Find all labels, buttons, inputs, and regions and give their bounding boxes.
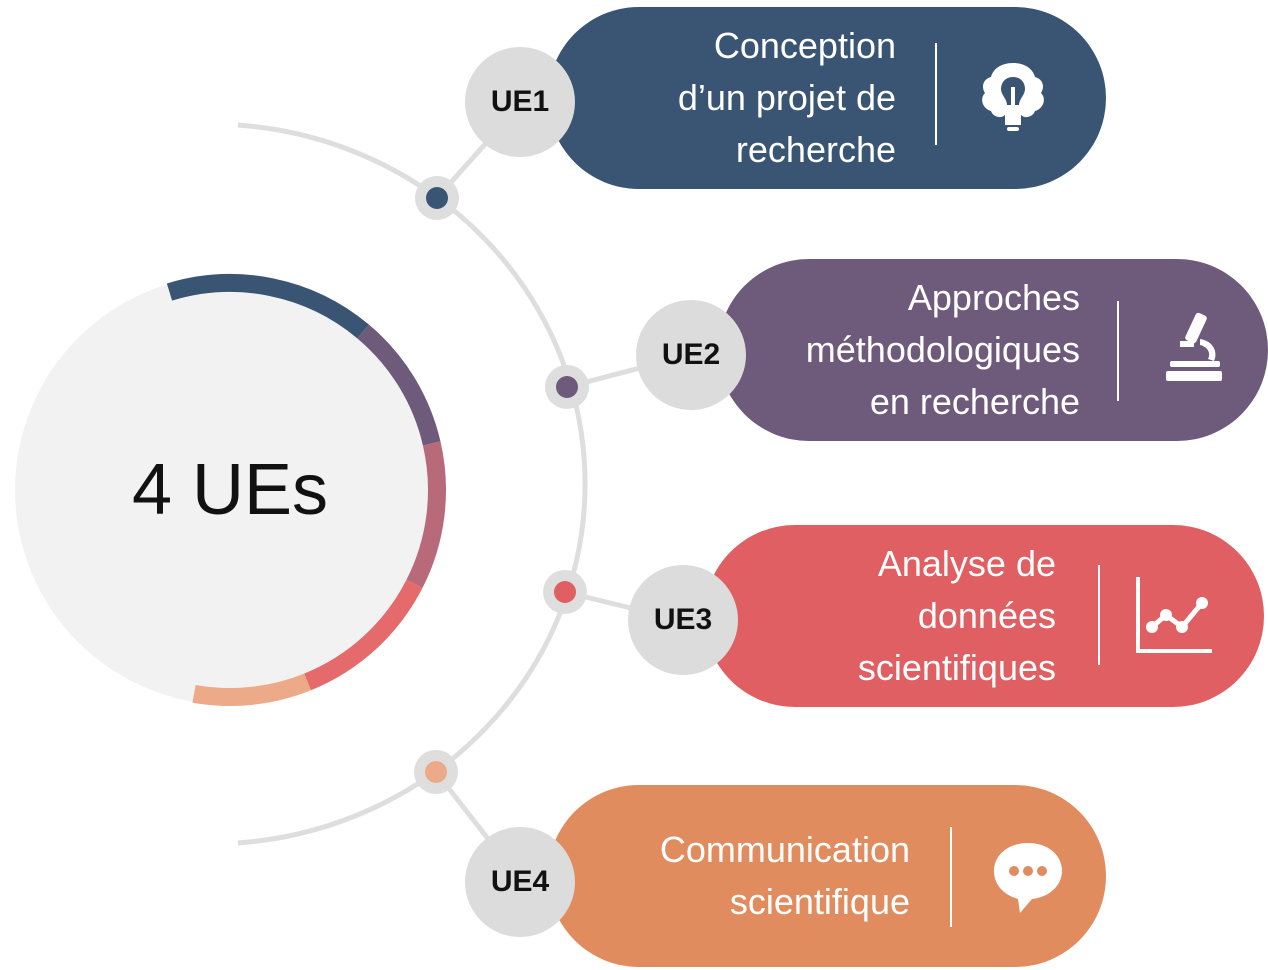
ring-segment-1: [166, 274, 369, 339]
hub-dot-ue1: [415, 176, 459, 220]
pill-ue1-text: Conception d’un projet de recherche: [677, 25, 896, 170]
badge-ue2: UE2: [636, 300, 746, 410]
pill-ue3-text: Analyse de données scientifiques: [857, 543, 1056, 688]
pill-ue2: Approches méthodologiques en recherche: [718, 259, 1268, 441]
hub-dot-ue2: [545, 365, 589, 409]
badge-ue1: UE1: [465, 47, 575, 157]
brain-lightbulb-icon: [982, 63, 1044, 131]
pill-ue2-divider: [1117, 301, 1119, 401]
ring-segment-5: [192, 673, 311, 706]
hub-dot-ue3: [543, 570, 587, 614]
center-disc: [15, 275, 445, 705]
ring-segment-2: [357, 324, 441, 446]
ring-segment-3: [406, 441, 446, 589]
chat-bubble-icon: [994, 843, 1062, 913]
center-label: 4 UEs: [131, 450, 329, 530]
progress-ring: [166, 274, 446, 706]
ring-segment-4: [304, 579, 423, 691]
pill-ue2-text: Approches méthodologiques en recherche: [805, 277, 1080, 422]
pill-ue3: Analyse de données scientifiques: [704, 525, 1264, 707]
badge-ue3: UE3: [628, 565, 738, 675]
pill-ue4-divider: [950, 827, 952, 927]
hub-dot-ue4: [414, 750, 458, 794]
microscope-icon: [1166, 312, 1222, 381]
pill-ue1-divider: [935, 43, 937, 145]
pill-ue1: Conception d’un projet de recherche: [548, 7, 1106, 189]
badge-ue4: UE4: [465, 827, 575, 937]
pill-ue4-text: Communication scientifique: [659, 829, 910, 922]
line-chart-icon: [1136, 577, 1212, 653]
pill-ue3-divider: [1098, 565, 1100, 665]
guide-arc: [237, 122, 588, 846]
pill-ue4: Communication scientifique: [548, 785, 1106, 967]
